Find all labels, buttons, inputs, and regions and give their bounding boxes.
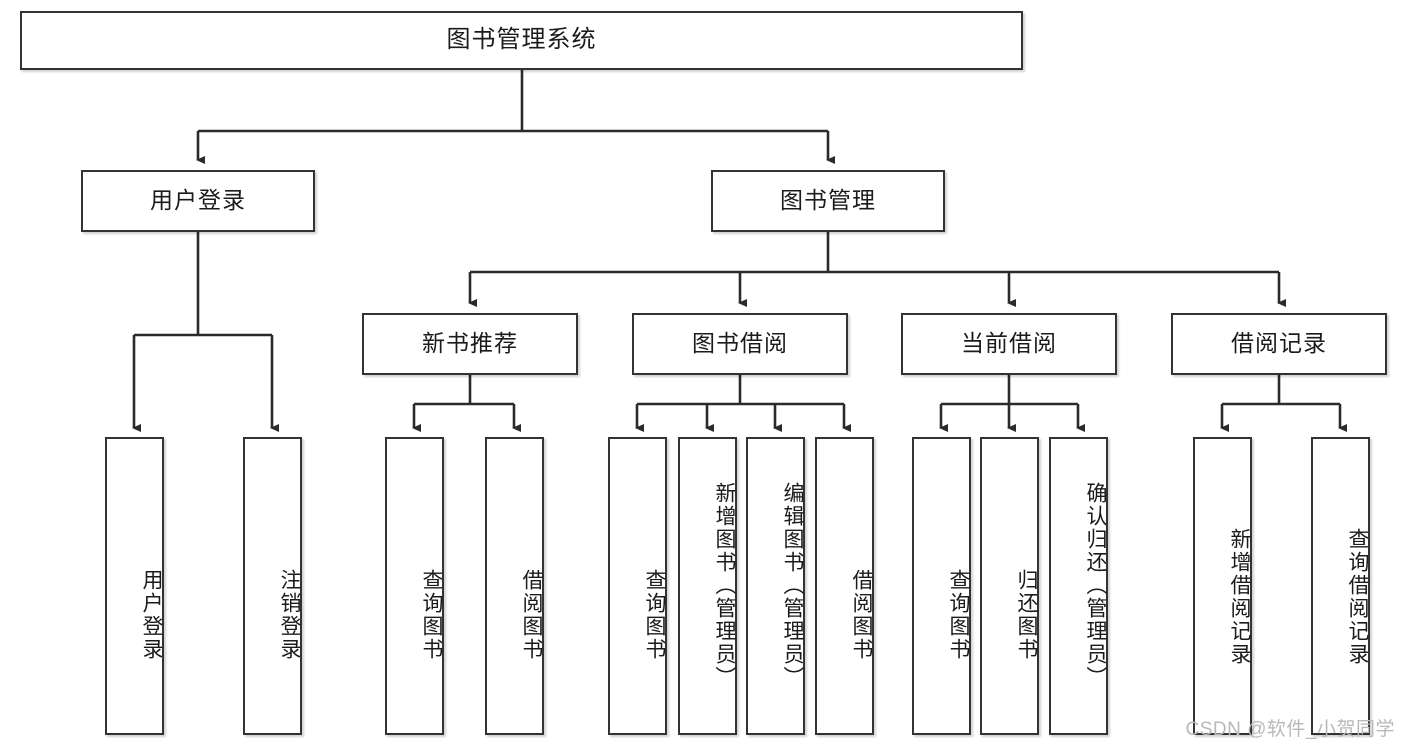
node-label: 查询图书 [643, 569, 666, 661]
node-label: 注销登录 [278, 569, 301, 661]
node-label: 图书管理 [780, 187, 876, 214]
node-label: 查询借阅记录 [1346, 528, 1369, 666]
leaf-edit-book[interactable]: 编辑图书（管理员） [746, 437, 805, 735]
leaf-query-record[interactable]: 查询借阅记录 [1311, 437, 1370, 735]
node-current-borrow[interactable]: 当前借阅 [901, 313, 1117, 375]
node-label: 用户登录 [140, 569, 163, 661]
node-new-book-recommend[interactable]: 新书推荐 [362, 313, 578, 375]
node-label: 借阅图书 [850, 569, 873, 661]
node-label: 查询图书 [420, 569, 443, 661]
node-label: 借阅图书 [520, 569, 543, 661]
node-label: 新增借阅记录 [1228, 528, 1251, 666]
node-label: 编辑图书（管理员） [781, 481, 804, 689]
csdn-watermark: CSDN @软件_小贺同学 [1185, 719, 1395, 740]
leaf-query-book-1[interactable]: 查询图书 [385, 437, 444, 735]
node-label: 确认归还（管理员） [1084, 481, 1107, 689]
leaf-add-record[interactable]: 新增借阅记录 [1193, 437, 1252, 735]
node-book-management-system[interactable]: 图书管理系统 [20, 11, 1023, 70]
node-book-management[interactable]: 图书管理 [711, 170, 945, 232]
leaf-logout-login[interactable]: 注销登录 [243, 437, 302, 735]
node-label: 归还图书 [1015, 569, 1038, 661]
node-user-login[interactable]: 用户登录 [81, 170, 315, 232]
node-label: 用户登录 [150, 187, 246, 214]
leaf-confirm-return[interactable]: 确认归还（管理员） [1049, 437, 1108, 735]
leaf-return-book[interactable]: 归还图书 [980, 437, 1039, 735]
node-label: 图书借阅 [692, 330, 788, 357]
node-label: 借阅记录 [1231, 330, 1327, 357]
node-label: 新书推荐 [422, 330, 518, 357]
node-label: 新增图书（管理员） [713, 481, 736, 689]
leaf-add-book[interactable]: 新增图书（管理员） [678, 437, 737, 735]
node-borrow-record[interactable]: 借阅记录 [1171, 313, 1387, 375]
leaf-borrow-book-1[interactable]: 借阅图书 [485, 437, 544, 735]
node-label: 图书管理系统 [446, 26, 597, 54]
leaf-query-book-3[interactable]: 查询图书 [912, 437, 971, 735]
leaf-user-login[interactable]: 用户登录 [105, 437, 164, 735]
leaf-query-book-2[interactable]: 查询图书 [608, 437, 667, 735]
node-label: 当前借阅 [961, 330, 1057, 357]
node-label: 查询图书 [947, 569, 970, 661]
leaf-borrow-book-2[interactable]: 借阅图书 [815, 437, 874, 735]
node-book-borrow[interactable]: 图书借阅 [632, 313, 848, 375]
